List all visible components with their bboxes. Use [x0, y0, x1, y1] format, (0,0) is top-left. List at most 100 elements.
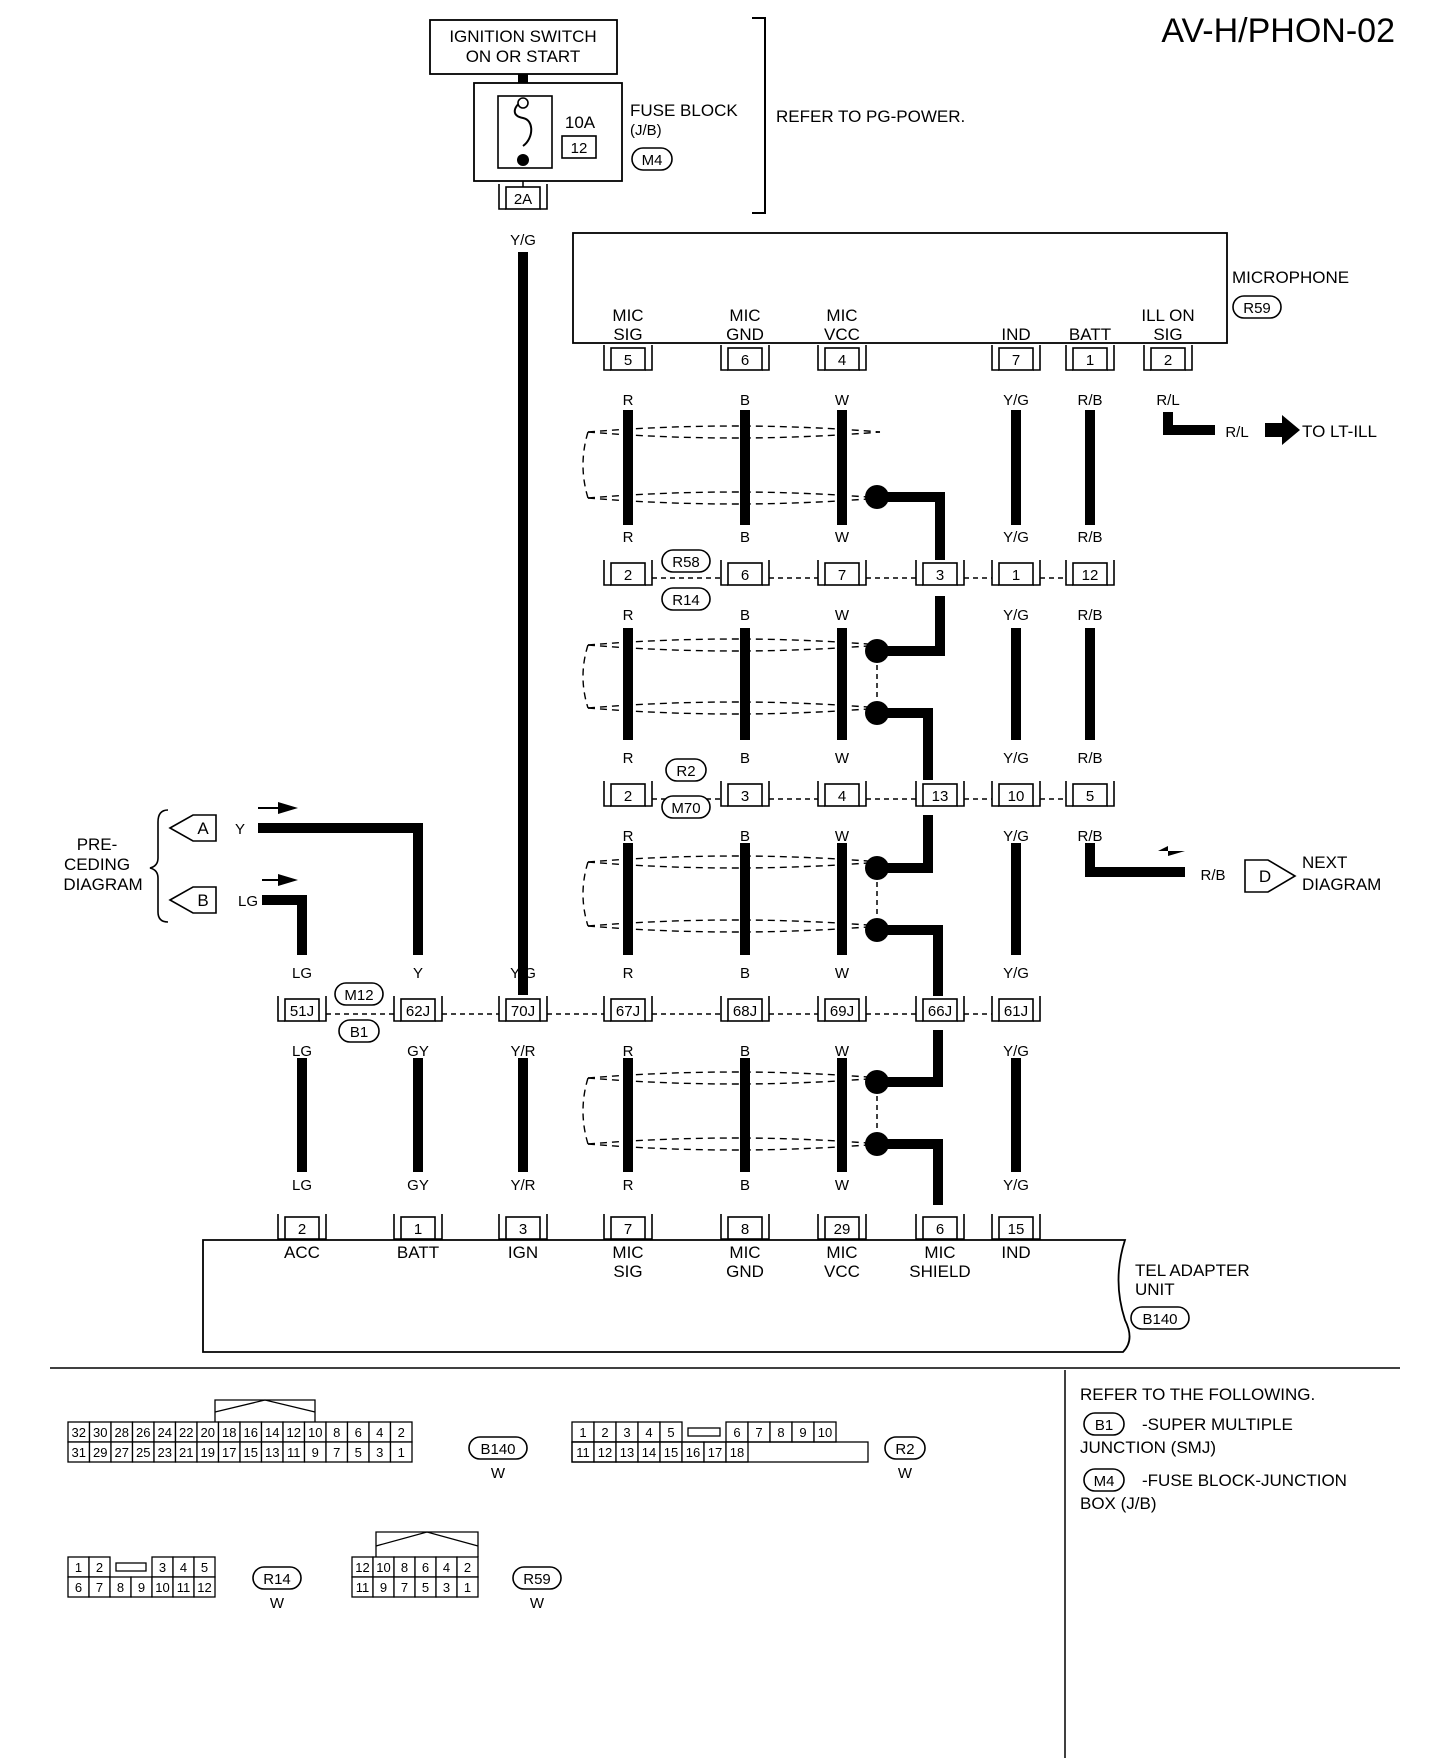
face-r2-oval-text: R2 [895, 1441, 914, 1458]
pin-bracket [915, 996, 923, 1022]
pin-number: 6 [741, 567, 749, 584]
shield-outline [587, 644, 881, 652]
face-pin-number: 10 [818, 1425, 832, 1440]
face-pin-number: 20 [201, 1425, 215, 1440]
pin-bracket [817, 1214, 825, 1240]
conn-r2-m70-pin: 13 [915, 781, 965, 807]
pin-bracket [991, 560, 999, 586]
tel-adapter-pin: 29 [817, 1214, 867, 1240]
conn-m12-b1-pin: 67J [603, 996, 653, 1022]
shield-outline [587, 919, 881, 927]
wire-color: Y [413, 965, 423, 982]
face-pin-number: 17 [222, 1445, 236, 1460]
fuse-conn-oval-text: M4 [642, 152, 663, 169]
wires [258, 74, 1215, 1205]
mic-pin: 5 [603, 345, 653, 371]
wire-color: R/B [1077, 750, 1102, 767]
pin-bracket [762, 996, 770, 1022]
tel-adapter-pin: 8 [720, 1214, 770, 1240]
shield-outline [587, 1071, 881, 1079]
tel-adapter-conn-oval [1130, 1306, 1190, 1330]
pin-number: 13 [932, 788, 949, 805]
face-pin-number: 8 [777, 1425, 784, 1440]
shield-outline [587, 1077, 881, 1085]
pin-box [727, 562, 763, 586]
pin-bracket [859, 345, 867, 371]
pin-bracket [645, 996, 653, 1022]
face-pin-number: 1 [464, 1580, 471, 1595]
pin-bracket [1033, 996, 1041, 1022]
pin-number: 29 [834, 1221, 851, 1238]
wire-color: R [623, 828, 634, 845]
shield-groups [582, 425, 881, 1151]
legend-m4-l1: -FUSE BLOCK-JUNCTION [1142, 1471, 1347, 1490]
face-pin-number: 12 [197, 1580, 211, 1595]
face-pin-number: 32 [72, 1425, 86, 1440]
face-pin-number: 3 [376, 1445, 383, 1460]
wire-color: Y/G [1003, 1177, 1029, 1194]
conn-r2-oval-text: R2 [676, 763, 695, 780]
pin-box [727, 1216, 763, 1240]
wire-color: B [740, 392, 750, 409]
pin-number: 69J [830, 1003, 854, 1020]
pin-box [922, 783, 958, 807]
face-pin-number: 15 [244, 1445, 258, 1460]
wire-color: Y/G [1003, 1043, 1029, 1060]
pin-number: 2 [298, 1221, 306, 1238]
pin-number: 4 [838, 352, 846, 369]
pin-bracket [1033, 1214, 1041, 1240]
tel-adapter-l2: UNIT [1135, 1280, 1175, 1299]
conn-m12-b1-pin: 61J [991, 996, 1041, 1022]
pin-bracket [1065, 560, 1073, 586]
pin-bracket [1033, 781, 1041, 807]
pin-bracket [957, 781, 965, 807]
face-pin-number: 5 [201, 1560, 208, 1575]
wire-color-rb: R/B [1200, 867, 1225, 884]
next-diagram-l2: DIAGRAM [1302, 875, 1381, 894]
face-r2-oval [884, 1436, 926, 1460]
wire-color: Y/G [510, 965, 536, 982]
pin-bracket [393, 996, 401, 1022]
face-hood-peak [375, 1531, 479, 1547]
pin-box [998, 1216, 1034, 1240]
refer-bracket [752, 17, 766, 214]
pin-bracket [817, 345, 825, 371]
conn-r58-r14-pin: 7 [817, 560, 867, 586]
next-diagram-letter: D [1259, 867, 1271, 886]
fuse-terminal [517, 154, 529, 166]
face-pin-number: 5 [667, 1425, 674, 1440]
face-pin-number: 15 [664, 1445, 678, 1460]
pin-bracket [762, 345, 770, 371]
face-hood [214, 1399, 316, 1422]
face-pin-number: 10 [376, 1560, 390, 1575]
pin-box [824, 1216, 860, 1240]
wire-color: B [740, 607, 750, 624]
pin-bracket [817, 996, 825, 1022]
pin-number: 3 [741, 788, 749, 805]
tel-adapter-pin: 7 [603, 1214, 653, 1240]
face-pin-number: 2 [601, 1425, 608, 1440]
face-pin-number: 6 [733, 1425, 740, 1440]
conn-m12-oval-text: M12 [344, 987, 373, 1004]
wire-color: Y/G [1003, 828, 1029, 845]
legend-m4-oval-text: M4 [1094, 1473, 1115, 1490]
face-latch [115, 1562, 147, 1572]
face-pin-number: 28 [115, 1425, 129, 1440]
legend-heading: REFER TO THE FOLLOWING. [1080, 1385, 1315, 1404]
shield-outline [582, 861, 589, 927]
ignition-line2: ON OR START [466, 47, 581, 66]
conn-r58-r14-pin: 6 [720, 560, 770, 586]
mic-pin-label1: ILL ON [1141, 306, 1194, 325]
face-pin-number: 3 [623, 1425, 630, 1440]
pin-bracket [1033, 560, 1041, 586]
pin-bracket [645, 345, 653, 371]
face-pin-number: 2 [464, 1560, 471, 1575]
wire-color: R [623, 1043, 634, 1060]
face-pin-number: 9 [380, 1580, 387, 1595]
wire-color: LG [292, 965, 312, 982]
drain-wire [877, 708, 933, 780]
face-cell [456, 1576, 479, 1598]
pin-box [922, 1216, 958, 1240]
pin-bracket [645, 781, 653, 807]
face-pin-number: 3 [159, 1560, 166, 1575]
